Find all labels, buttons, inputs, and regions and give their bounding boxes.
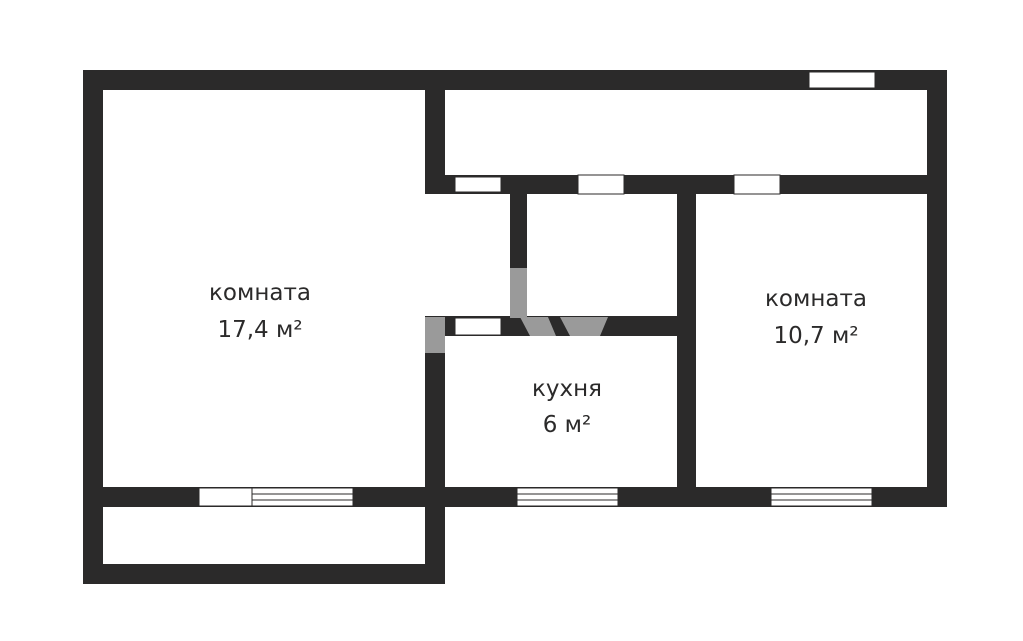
kitchen-name: кухня bbox=[532, 376, 602, 402]
window-kitchen bbox=[516, 487, 619, 507]
opening-kitchen bbox=[454, 317, 502, 336]
room-large-name: комната bbox=[209, 280, 311, 306]
kitchen-area: 6 м² bbox=[543, 412, 592, 438]
room-labels: комната 17,4 м² кухня 6 м² комната 10,7 … bbox=[209, 280, 867, 438]
balcony-door bbox=[198, 487, 253, 507]
windows bbox=[251, 487, 873, 507]
watermark bbox=[425, 268, 608, 353]
opening-right-room bbox=[733, 174, 781, 195]
room-small-area: 10,7 м² bbox=[773, 323, 858, 349]
wall-room-corridor-top bbox=[425, 70, 445, 193]
room-small-name: комната bbox=[765, 286, 867, 312]
balcony-bottom-wall bbox=[83, 564, 445, 584]
opening-bathroom bbox=[577, 174, 625, 195]
room-large-area: 17,4 м² bbox=[217, 317, 302, 343]
wall-top bbox=[83, 70, 947, 90]
openings bbox=[198, 71, 876, 507]
window-small-room bbox=[770, 487, 873, 507]
wall-kitchen-right bbox=[677, 175, 696, 507]
opening-top bbox=[808, 71, 876, 89]
balcony-right-wall bbox=[425, 487, 445, 584]
opening-corridor-1 bbox=[454, 176, 502, 193]
window-large-room bbox=[251, 487, 354, 507]
wall-kitchen-left bbox=[425, 316, 445, 507]
wall-left bbox=[83, 70, 103, 584]
wall-right bbox=[927, 70, 947, 507]
